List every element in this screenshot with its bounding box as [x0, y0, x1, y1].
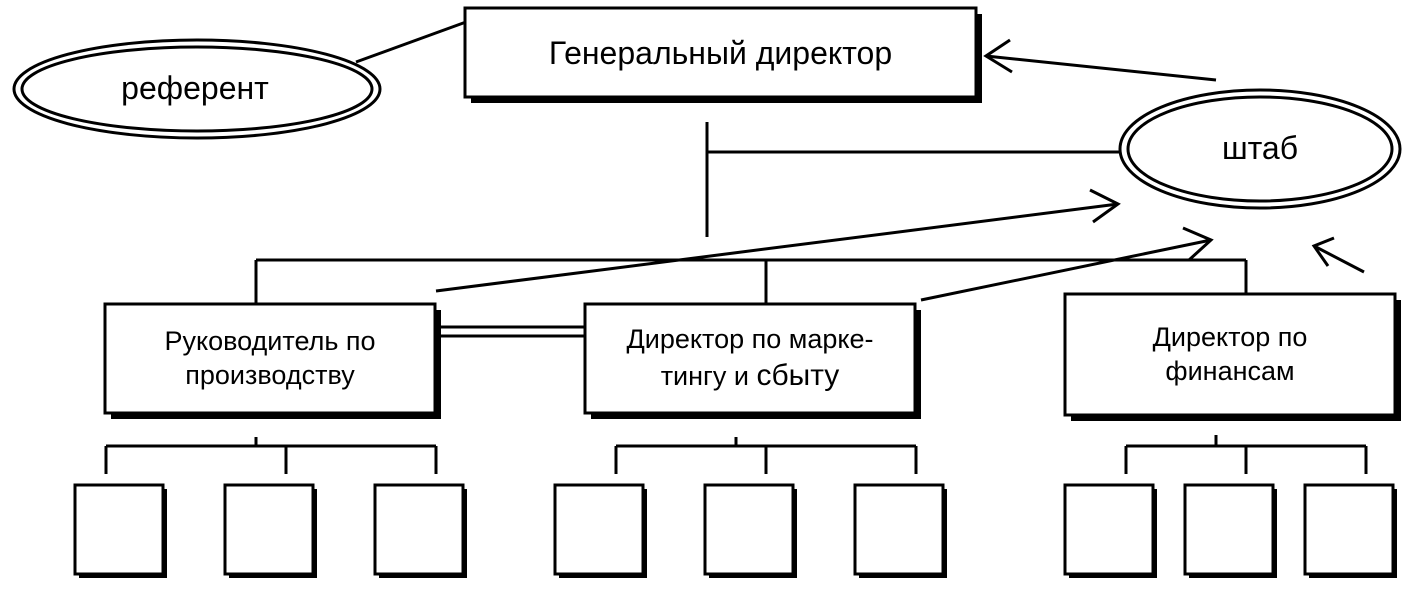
subordinate-unit-box — [1183, 483, 1277, 578]
manager-box-finance — [1063, 292, 1401, 421]
marketing-to-staff-arrowhead — [1182, 226, 1214, 262]
manager-box-marketing — [583, 302, 921, 419]
marketing-to-staff-arrow — [920, 238, 1212, 302]
subordinate-unit-box — [553, 483, 647, 578]
subordinate-unit-box — [703, 483, 797, 578]
subordinate-unit-box — [1063, 483, 1157, 578]
finance-to-staff-arrow — [1315, 245, 1365, 274]
subordinate-unit-box — [1303, 483, 1397, 578]
staff-ellipse — [1118, 88, 1402, 210]
finance-to-staff-arrowhead — [1311, 236, 1335, 267]
staff-to-director-arrow — [985, 54, 1217, 82]
general-director-box — [463, 6, 982, 103]
subordinate-unit-box — [73, 483, 167, 578]
referent-connector-line — [355, 20, 467, 64]
manager-box-production — [103, 302, 441, 419]
subordinate-unit-box — [853, 483, 947, 578]
production-to-staff-arrow — [435, 202, 1119, 293]
production-to-staff-arrowhead — [1089, 188, 1121, 224]
subordinate-unit-box — [373, 483, 467, 578]
staff-to-director-arrowhead — [983, 38, 1013, 74]
subordinate-unit-box — [223, 483, 317, 578]
referent-ellipse — [12, 38, 382, 140]
